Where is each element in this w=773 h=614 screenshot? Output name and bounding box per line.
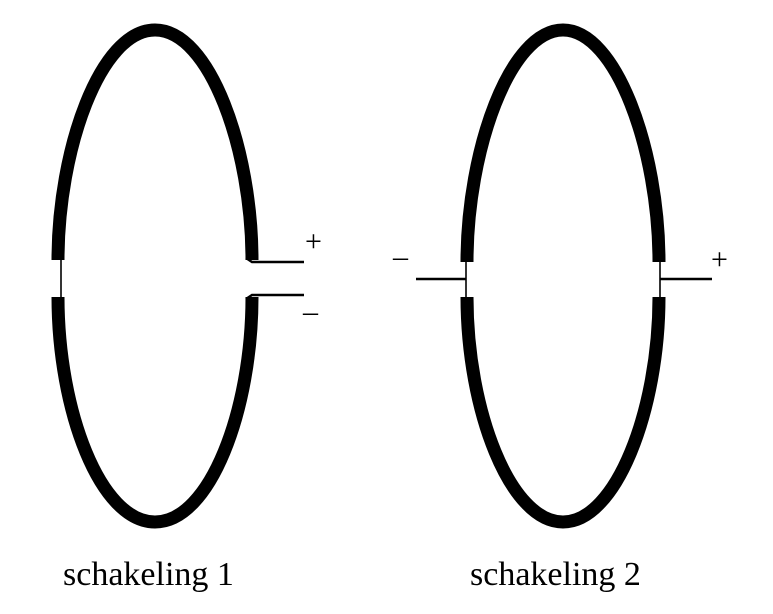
loop-2-lower-arc bbox=[460, 296, 666, 529]
loop-1-bottom-lead bbox=[245, 293, 304, 301]
caption-1: schakeling 1 bbox=[63, 556, 234, 593]
loop-1-top-lead bbox=[245, 256, 304, 264]
caption-2: schakeling 2 bbox=[470, 556, 641, 593]
circuit-1: + – schakeling 1 bbox=[51, 23, 322, 593]
loop-2-upper-arc bbox=[460, 23, 666, 263]
terminal-1-bottom-sign: – bbox=[302, 295, 319, 328]
terminal-2-left-sign: – bbox=[392, 240, 409, 273]
terminal-1-top-sign: + bbox=[305, 225, 322, 258]
terminal-2-right-sign: + bbox=[711, 243, 728, 276]
loop-1-lower-arc bbox=[51, 296, 259, 529]
loop-1-upper-arc bbox=[51, 23, 259, 261]
circuit-2: – + schakeling 2 bbox=[392, 23, 728, 593]
